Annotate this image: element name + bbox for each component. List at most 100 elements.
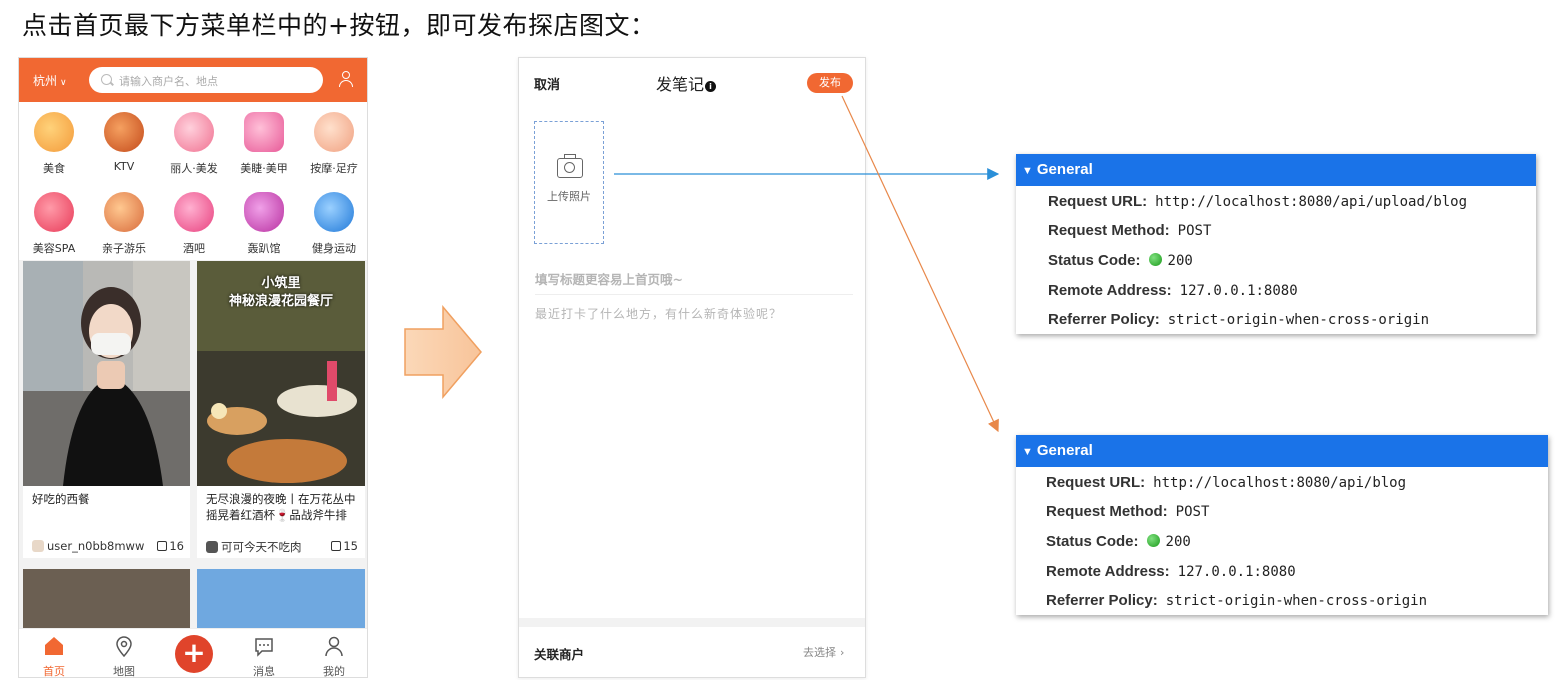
category-bar[interactable]: 酒吧 bbox=[159, 182, 229, 260]
category-fitness[interactable]: 健身运动 bbox=[299, 182, 367, 260]
category-label: 亲子游乐 bbox=[102, 242, 146, 255]
referrer-policy-label: Referrer Policy: bbox=[1046, 592, 1158, 609]
title-input[interactable]: 填写标题更容易上首页哦~ bbox=[535, 272, 683, 287]
referrer-policy-row: Referrer Policy: strict-origin-when-cross… bbox=[1048, 310, 1429, 328]
category-party[interactable]: 轰趴馆 bbox=[229, 182, 299, 260]
category-beauty-hair[interactable]: 丽人·美发 bbox=[159, 102, 229, 180]
tab-map[interactable]: 地图 bbox=[94, 635, 154, 678]
status-code-value: 200 bbox=[1165, 534, 1191, 550]
status-code-value: 200 bbox=[1167, 253, 1193, 269]
triangle-down-icon: ▼ bbox=[1022, 165, 1033, 177]
tab-home[interactable]: 首页 bbox=[24, 635, 84, 677]
remote-address-value: 127.0.0.1:8080 bbox=[1179, 283, 1298, 299]
section-divider bbox=[519, 618, 865, 627]
face-mask-icon bbox=[34, 192, 74, 232]
tab-profile[interactable]: 我的 bbox=[304, 635, 364, 677]
hair-icon bbox=[174, 112, 214, 152]
category-lash-nail[interactable]: 美睫·美甲 bbox=[229, 102, 299, 180]
remote-address-row: Remote Address: 127.0.0.1:8080 bbox=[1046, 562, 1296, 580]
chevron-right-icon: › bbox=[840, 646, 845, 659]
category-label: KTV bbox=[113, 160, 135, 173]
general-section-header[interactable]: ▼General bbox=[1016, 435, 1548, 467]
page-heading: 点击首页最下方菜单栏中的+按钮，即可发布探店图文： bbox=[22, 11, 656, 40]
bottom-tab-bar: 首页 地图 + 消息 我的 bbox=[19, 628, 367, 678]
like-number: 15 bbox=[343, 539, 358, 553]
post-title: 无尽浪漫的夜晚丨在万花丛中摇晃着红酒杯🍷品战斧牛排 bbox=[206, 492, 356, 522]
category-label: 轰趴馆 bbox=[247, 242, 281, 255]
like-number: 16 bbox=[169, 539, 184, 553]
category-label: 美睫·美甲 bbox=[240, 162, 288, 175]
user-icon[interactable] bbox=[339, 71, 353, 87]
cocktail-icon bbox=[174, 192, 214, 232]
party-mask-icon bbox=[244, 192, 284, 232]
remote-address-label: Remote Address: bbox=[1048, 282, 1172, 299]
home-header: 杭州∨ 请输入商户名、地点 bbox=[19, 58, 367, 102]
category-family[interactable]: 亲子游乐 bbox=[89, 182, 159, 260]
request-url-value: http://localhost:8080/api/blog bbox=[1153, 475, 1407, 491]
post-image bbox=[23, 261, 190, 486]
request-panel-upload: ▼General Request URL: http://localhost:80… bbox=[1016, 154, 1536, 334]
category-spa[interactable]: 美容SPA bbox=[19, 182, 89, 260]
request-url-value: http://localhost:8080/api/upload/blog bbox=[1155, 194, 1468, 210]
request-panel-blog: ▼General Request URL:http://localhost:80… bbox=[1016, 435, 1548, 615]
category-massage[interactable]: 按摩·足疗 bbox=[299, 102, 367, 180]
microphone-icon bbox=[104, 112, 144, 152]
thumbs-up-icon bbox=[157, 541, 168, 551]
search-bar[interactable]: 请输入商户名、地点 bbox=[89, 67, 323, 93]
post-card[interactable]: 好吃的西餐 user_n0bb8mww 16 bbox=[23, 261, 190, 558]
category-label: 酒吧 bbox=[183, 242, 205, 255]
post-image-caption: 小筑里 神秘浪漫花园餐厅 bbox=[228, 276, 333, 309]
city-selector[interactable]: 杭州∨ bbox=[33, 72, 67, 89]
post-card[interactable] bbox=[197, 569, 365, 629]
remote-address-label: Remote Address: bbox=[1046, 563, 1170, 580]
like-count[interactable]: 15 bbox=[331, 539, 358, 553]
camera-icon bbox=[557, 154, 583, 178]
request-url-label: Request URL: bbox=[1048, 193, 1148, 210]
content-textarea[interactable]: 最近打卡了什么地方，有什么新奇体验呢？ bbox=[535, 307, 783, 321]
info-icon[interactable]: i bbox=[705, 81, 717, 92]
category-ktv[interactable]: KTV bbox=[89, 102, 159, 180]
remote-address-value: 127.0.0.1:8080 bbox=[1177, 564, 1296, 580]
parent-child-icon bbox=[104, 192, 144, 232]
request-method-label: Request Method: bbox=[1046, 503, 1168, 520]
search-input[interactable]: 请输入商户名、地点 bbox=[119, 75, 218, 88]
status-code-row: Status Code:200 bbox=[1046, 532, 1191, 550]
tab-label: 地图 bbox=[113, 665, 135, 678]
post-card[interactable]: 小筑里 神秘浪漫花园餐厅 无尽浪漫的夜晚丨在万花丛中摇晃着红酒杯🍷品战斧牛排 可… bbox=[197, 261, 365, 558]
publish-button[interactable]: 发布 bbox=[807, 73, 853, 93]
post-meta: 可可今天不吃肉 15 bbox=[206, 539, 358, 554]
request-method-row: Request Method: POST bbox=[1046, 502, 1209, 520]
request-method-value: POST bbox=[1177, 223, 1212, 239]
request-url-row: Request URL:http://localhost:8080/api/bl… bbox=[1046, 473, 1406, 491]
thumbs-up-icon bbox=[331, 541, 342, 551]
post-author: 可可今天不吃肉 bbox=[221, 540, 302, 554]
chat-bubble-icon bbox=[255, 638, 273, 657]
referrer-policy-value: strict-origin-when-cross-origin bbox=[1167, 312, 1430, 328]
add-post-button[interactable]: + bbox=[175, 635, 213, 673]
home-screen: 杭州∨ 请输入商户名、地点 美食 KTV 丽人·美发 美睫·美甲 按摩·足疗 美… bbox=[18, 57, 368, 678]
post-card[interactable] bbox=[23, 569, 190, 629]
category-label: 美容SPA bbox=[32, 242, 76, 255]
request-method-label: Request Method: bbox=[1048, 222, 1170, 239]
avatar bbox=[32, 540, 44, 552]
map-pin-icon bbox=[116, 636, 132, 658]
general-title: General bbox=[1036, 442, 1093, 459]
post-title: 好吃的西餐 bbox=[32, 492, 90, 506]
request-method-value: POST bbox=[1175, 504, 1210, 520]
nail-icon bbox=[244, 112, 284, 152]
general-section-header[interactable]: ▼General bbox=[1016, 154, 1536, 186]
choose-shop-button[interactable]: 去选择› bbox=[803, 644, 844, 660]
cancel-button[interactable]: 取消 bbox=[534, 78, 561, 93]
category-label: 按摩·足疗 bbox=[310, 162, 358, 175]
avatar bbox=[206, 541, 218, 553]
category-food[interactable]: 美食 bbox=[19, 102, 89, 180]
home-icon bbox=[45, 637, 63, 655]
post-image bbox=[197, 261, 365, 486]
like-count[interactable]: 16 bbox=[157, 539, 184, 553]
request-url-row: Request URL: http://localhost:8080/api/up… bbox=[1048, 192, 1467, 210]
tab-messages[interactable]: 消息 bbox=[234, 635, 294, 677]
status-ok-icon bbox=[1146, 534, 1160, 547]
referrer-policy-label: Referrer Policy: bbox=[1048, 311, 1160, 328]
upload-photo-button[interactable]: 上传照片 bbox=[534, 121, 604, 244]
